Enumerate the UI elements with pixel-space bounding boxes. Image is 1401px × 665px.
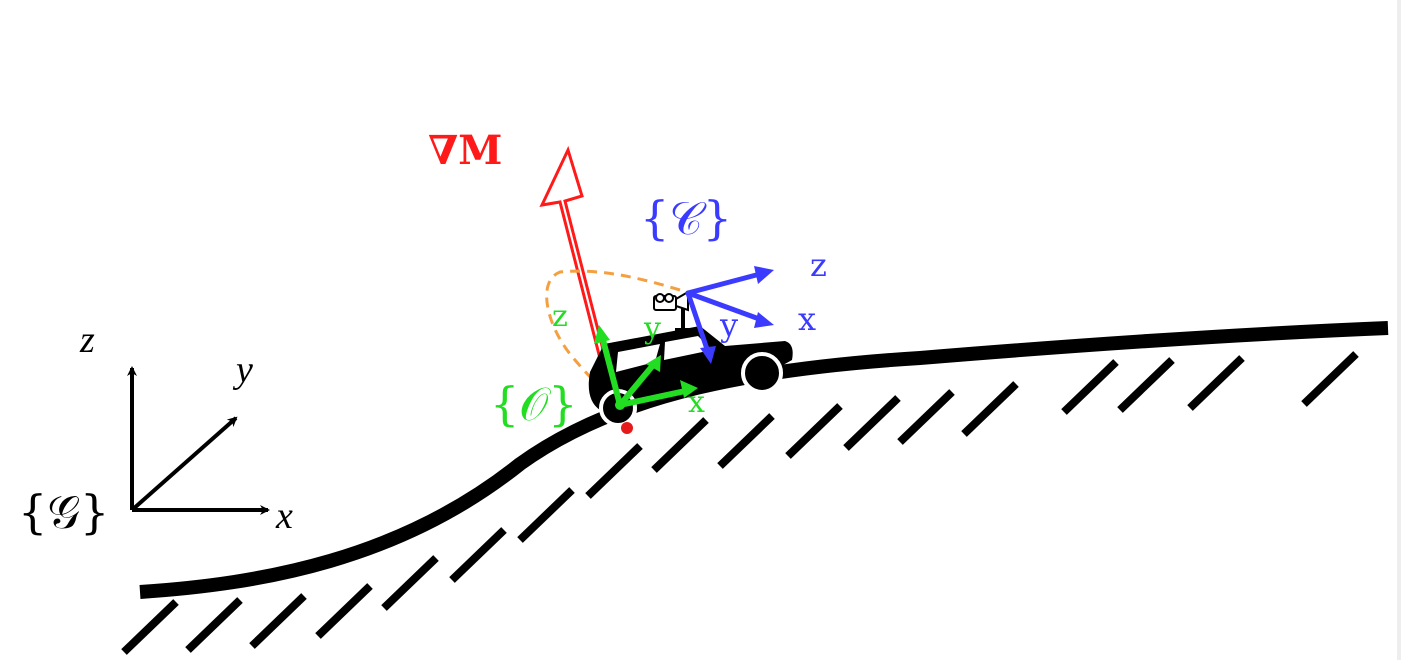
vehicle-frame <box>594 325 698 410</box>
gradient-arrow <box>539 145 612 380</box>
camera-z-label: z <box>810 246 827 284</box>
hatch-mark <box>651 417 709 473</box>
hatch-mark <box>843 395 901 451</box>
camera-y-axis <box>685 290 711 355</box>
global-frame <box>127 366 270 515</box>
hatch-mark <box>185 597 243 653</box>
hatch-mark <box>315 583 373 639</box>
camera-x-axis <box>685 290 765 323</box>
vehicle-frame-label: {𝒪} <box>490 377 578 431</box>
hatch-mark <box>249 593 307 649</box>
vehicle-z-label: z <box>552 299 568 334</box>
global-x-label: x <box>275 495 293 537</box>
contact-point <box>621 422 633 434</box>
right-edge-divider <box>1397 0 1401 660</box>
global-y-label: y <box>232 349 253 391</box>
camera-frame <box>685 266 774 364</box>
hatch-mark <box>1061 359 1119 415</box>
camera-z-axis <box>685 271 763 296</box>
camera-fov <box>545 269 681 394</box>
vehicle-y-axis <box>617 361 657 408</box>
hatch-mark <box>961 381 1019 437</box>
hatch-mark <box>1187 355 1245 411</box>
hatch-mark <box>449 527 507 583</box>
global-y-axis <box>130 416 238 512</box>
hatch-mark <box>717 413 775 469</box>
hatch-mark <box>121 599 179 655</box>
hatch-mark <box>1301 351 1359 407</box>
camera-icon <box>653 290 689 312</box>
camera-x-label: x <box>798 300 816 338</box>
gradient-label: ∇M <box>428 127 502 174</box>
global-frame-label: {𝒢} <box>18 485 109 539</box>
vehicle-x-label: x <box>688 385 705 420</box>
hatch-mark <box>785 403 843 459</box>
global-z-label: z <box>79 319 95 361</box>
ground-hatching <box>121 351 1359 655</box>
hatch-mark <box>517 487 575 543</box>
camera-frame-label: {𝒞} <box>640 191 732 245</box>
vehicle-y-label: y <box>643 311 661 346</box>
hatch-mark <box>897 389 955 445</box>
hatch-mark <box>585 443 643 499</box>
hatch-mark <box>381 555 439 611</box>
vehicle-z-axis <box>599 333 623 408</box>
hatch-mark <box>1117 357 1175 413</box>
vehicle-x-axis <box>617 387 693 408</box>
camera-y-label: y <box>719 306 738 344</box>
